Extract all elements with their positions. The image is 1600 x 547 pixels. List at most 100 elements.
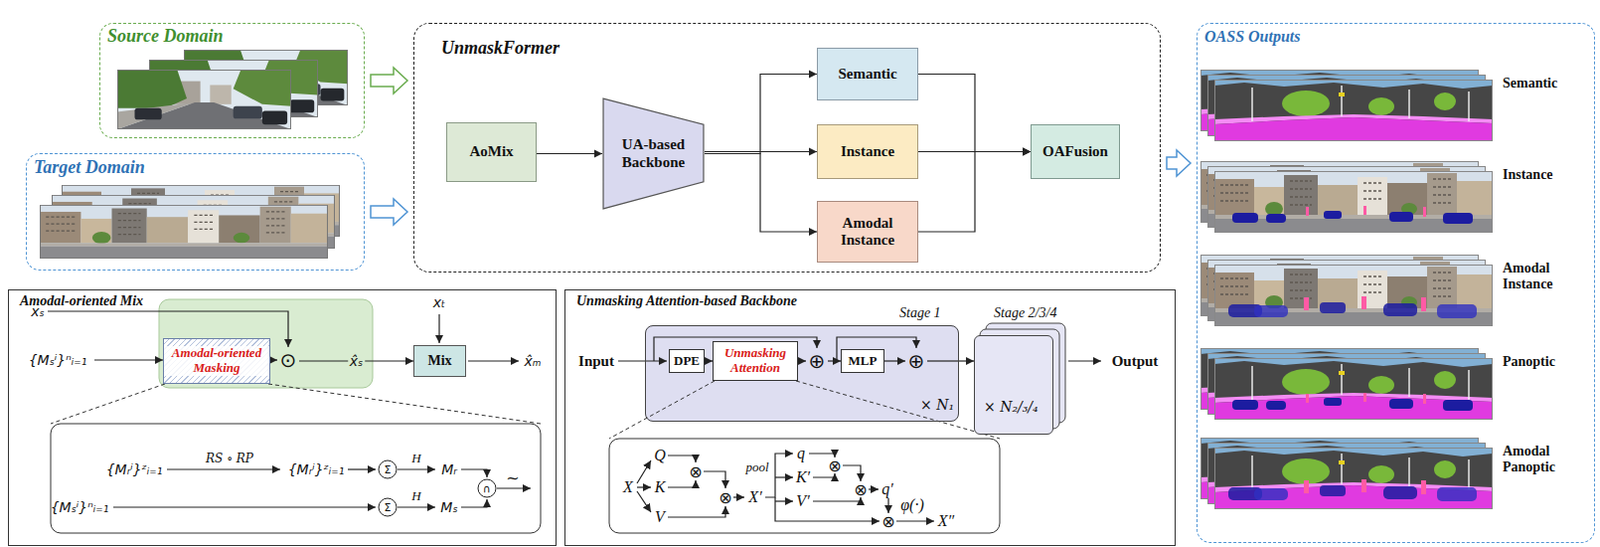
attention-box: Unmasking Attention [712, 340, 799, 381]
path-shape [397, 468, 436, 470]
detail-box [609, 438, 1000, 533]
path-shape [94, 358, 163, 360]
panel-label: × N₁ [920, 396, 955, 413]
output-amodal-instance [1200, 254, 1493, 326]
path-shape [461, 498, 487, 507]
panel-label: × N₂/₃/₄ [983, 398, 1039, 415]
io-label: Output [1112, 352, 1159, 370]
hollow-arrow [1166, 150, 1191, 176]
zoom-lines [50, 380, 1000, 439]
math-label: K [654, 478, 666, 496]
panel-title: Source Domain [107, 25, 224, 47]
path-shape [1068, 359, 1102, 361]
section-panel: Unmasking Attention-based BackboneStage … [564, 289, 1176, 546]
module-box: AoMix [446, 122, 537, 182]
math-label: {Mₛⁱ}ⁿᵢ₌₁ [28, 351, 88, 368]
math-label: X [623, 478, 634, 496]
arrow-head [405, 356, 414, 365]
masking-box: Amodal-oriented Masking [162, 337, 271, 384]
mix-box: Mix [413, 344, 467, 377]
math-label: RS ∘ RP [205, 451, 254, 466]
path-shape [637, 490, 651, 512]
node-label: Semantic [837, 65, 897, 83]
math-label: H [411, 450, 421, 467]
panel-title: Stage 1 [899, 305, 942, 321]
connector-line [704, 74, 817, 155]
math-label: Σ [384, 463, 392, 477]
path-shape [166, 468, 281, 470]
node-label: Amodal Instance [822, 214, 913, 250]
head-box: Instance [816, 124, 919, 179]
use-shape [1214, 264, 1493, 326]
hollow-arrow-shape [370, 198, 408, 225]
arrow-head [594, 150, 603, 159]
layer-box: MLP [840, 348, 885, 373]
path-shape [667, 455, 696, 463]
operator-symbol: ⊗ [718, 487, 732, 507]
hollow-arrow [370, 67, 408, 94]
node-label: AoMix [469, 143, 513, 160]
arrow-head [269, 355, 278, 364]
detail-box [50, 423, 541, 533]
arrow-head [832, 356, 841, 365]
math-label: X″ [938, 511, 955, 530]
use-shape [1214, 170, 1493, 233]
path-shape [927, 359, 960, 361]
path-shape [347, 468, 376, 470]
connector-line [704, 154, 817, 233]
arrow-head [798, 356, 806, 365]
product-operator: ⊙ [277, 346, 300, 373]
path-shape [667, 505, 726, 517]
framework-panel: UnmaskFormerAoMixUA-based BackboneSemant… [413, 22, 1161, 273]
arrow-head [808, 70, 817, 79]
path-shape [703, 471, 726, 488]
path-shape [796, 380, 1000, 439]
connector-line [918, 152, 1031, 233]
connector [959, 356, 974, 365]
output-semantic [1200, 69, 1493, 142]
node-label: Amodal-oriented Masking [163, 345, 270, 376]
math-label: pool [745, 459, 769, 476]
math-label: Mᵣ [441, 461, 458, 478]
math-label: H [411, 487, 421, 504]
math-label: x̂ₘ [523, 352, 541, 369]
panel-label: Panoptic [1502, 353, 1591, 370]
output-amodal-panoptic [1200, 437, 1493, 509]
backbone-trapezoid: UA-based Backbone [602, 97, 705, 210]
panel-label: Amodal Panoptic [1502, 443, 1591, 476]
hollow-arrow-shape [370, 67, 408, 94]
connector [704, 154, 817, 237]
use-shape [39, 204, 328, 259]
path-shape [397, 505, 436, 507]
arrow-head [1022, 148, 1031, 157]
path-shape [609, 380, 715, 439]
path-shape [887, 497, 889, 513]
output-panoptic [1200, 347, 1493, 420]
connector [884, 356, 906, 365]
connector [536, 150, 603, 159]
panel-label: Instance [1502, 166, 1591, 183]
path-shape [842, 465, 861, 481]
math-label: q [797, 444, 805, 463]
sum-circle [378, 497, 397, 516]
domain-panel: Source Domain [99, 22, 365, 139]
math-label: V′ [796, 491, 809, 510]
connector-line [918, 74, 1031, 153]
node-label: Unmasking Attention [714, 345, 797, 376]
output-instance [1200, 160, 1493, 233]
path-shape [868, 487, 879, 489]
math-label: ∩ [482, 481, 491, 495]
hollow-arrow-shape [1166, 150, 1191, 176]
connector [704, 356, 713, 365]
connector [918, 148, 1031, 233]
domain-panel: Target Domain [25, 153, 365, 271]
math-label: Mₛ [440, 498, 458, 515]
node-label: ⊕ [808, 350, 826, 371]
sum-operator: ⊕ [805, 347, 828, 374]
path-shape [113, 505, 376, 507]
path-shape [268, 383, 541, 424]
fusion-box: OAFusion [1030, 124, 1120, 179]
path-shape [812, 496, 861, 501]
path-shape [461, 469, 487, 478]
